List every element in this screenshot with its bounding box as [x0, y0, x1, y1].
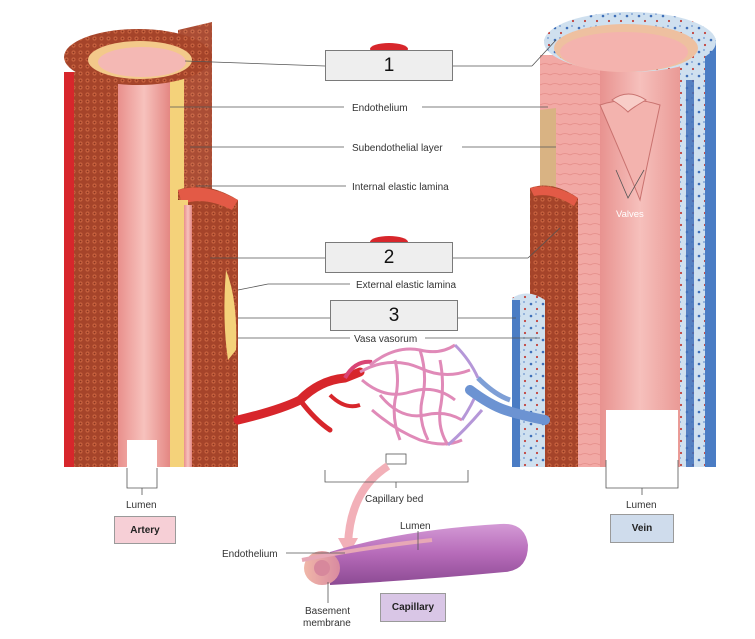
- artery-cut-edge: [178, 187, 238, 210]
- venule: [465, 385, 550, 425]
- artery-adventitia: [64, 72, 74, 467]
- vein-cutaway: [512, 12, 716, 485]
- vein-lumen-notch: [606, 410, 678, 485]
- artery-intima: [118, 60, 170, 467]
- vein-cut-edge: [530, 186, 578, 206]
- arteriole-branch: [297, 397, 333, 433]
- capillary-bed: [233, 343, 550, 465]
- capillary-zoom-box: [385, 453, 407, 465]
- vein-top-lumen: [560, 32, 688, 72]
- artery-lower-cut: [178, 186, 238, 467]
- arteriole-branch-2: [328, 393, 361, 409]
- label-endothelium-capillary: Endothelium: [222, 549, 278, 560]
- label-vasa-vasorum: Vasa vasorum: [354, 334, 417, 345]
- vein-lower-edge: [512, 300, 520, 467]
- artery-cutaway: [64, 22, 238, 488]
- capillary-endothelium-strip: [301, 538, 433, 562]
- vein-vessel-stripe: [686, 80, 694, 467]
- label-capillary-bed: Capillary bed: [365, 494, 423, 505]
- metarteriole: [343, 359, 373, 380]
- tag-capillary: Capillary: [380, 593, 446, 622]
- capillary-network: [359, 343, 471, 446]
- label-valves: Valves: [616, 209, 644, 220]
- answer-box-3[interactable]: 3: [330, 300, 458, 331]
- vein-lower-cut: [512, 293, 545, 467]
- label-membrane: membrane: [303, 618, 351, 629]
- artery-external-elastic: [224, 270, 237, 360]
- label-lumen-artery: Lumen: [126, 500, 157, 511]
- label-internal-elastic: Internal elastic lamina: [352, 182, 449, 193]
- label-subendothelial: Subendothelial layer: [352, 143, 443, 154]
- venule-branch: [476, 376, 511, 403]
- artery-lumen-notch: [127, 440, 157, 488]
- label-lumen-capillary: Lumen: [400, 521, 431, 532]
- label-lumen-vein: Lumen: [626, 500, 657, 511]
- arteriole: [233, 367, 365, 425]
- answer-box-2[interactable]: 2: [325, 242, 453, 273]
- capillary-wall: [330, 523, 528, 585]
- capillary-lumen: [314, 560, 330, 576]
- tag-artery: Artery: [114, 516, 176, 544]
- vein-valve-top: [611, 93, 647, 113]
- tag-vein: Vein: [610, 514, 674, 543]
- answer-box-1[interactable]: 1: [325, 50, 453, 81]
- leader-lines: [126, 39, 679, 603]
- vein-outer-edge: [705, 40, 716, 467]
- capillary-tube: [301, 523, 528, 585]
- label-endothelium: Endothelium: [352, 103, 408, 114]
- label-external-elastic: External elastic lamina: [356, 280, 456, 291]
- label-basement: Basement: [305, 606, 350, 617]
- valves-pointer: [615, 169, 645, 199]
- zoom-arrow: [344, 462, 391, 546]
- artery-intima-lower: [184, 205, 192, 467]
- artery-top-lumen: [98, 47, 186, 77]
